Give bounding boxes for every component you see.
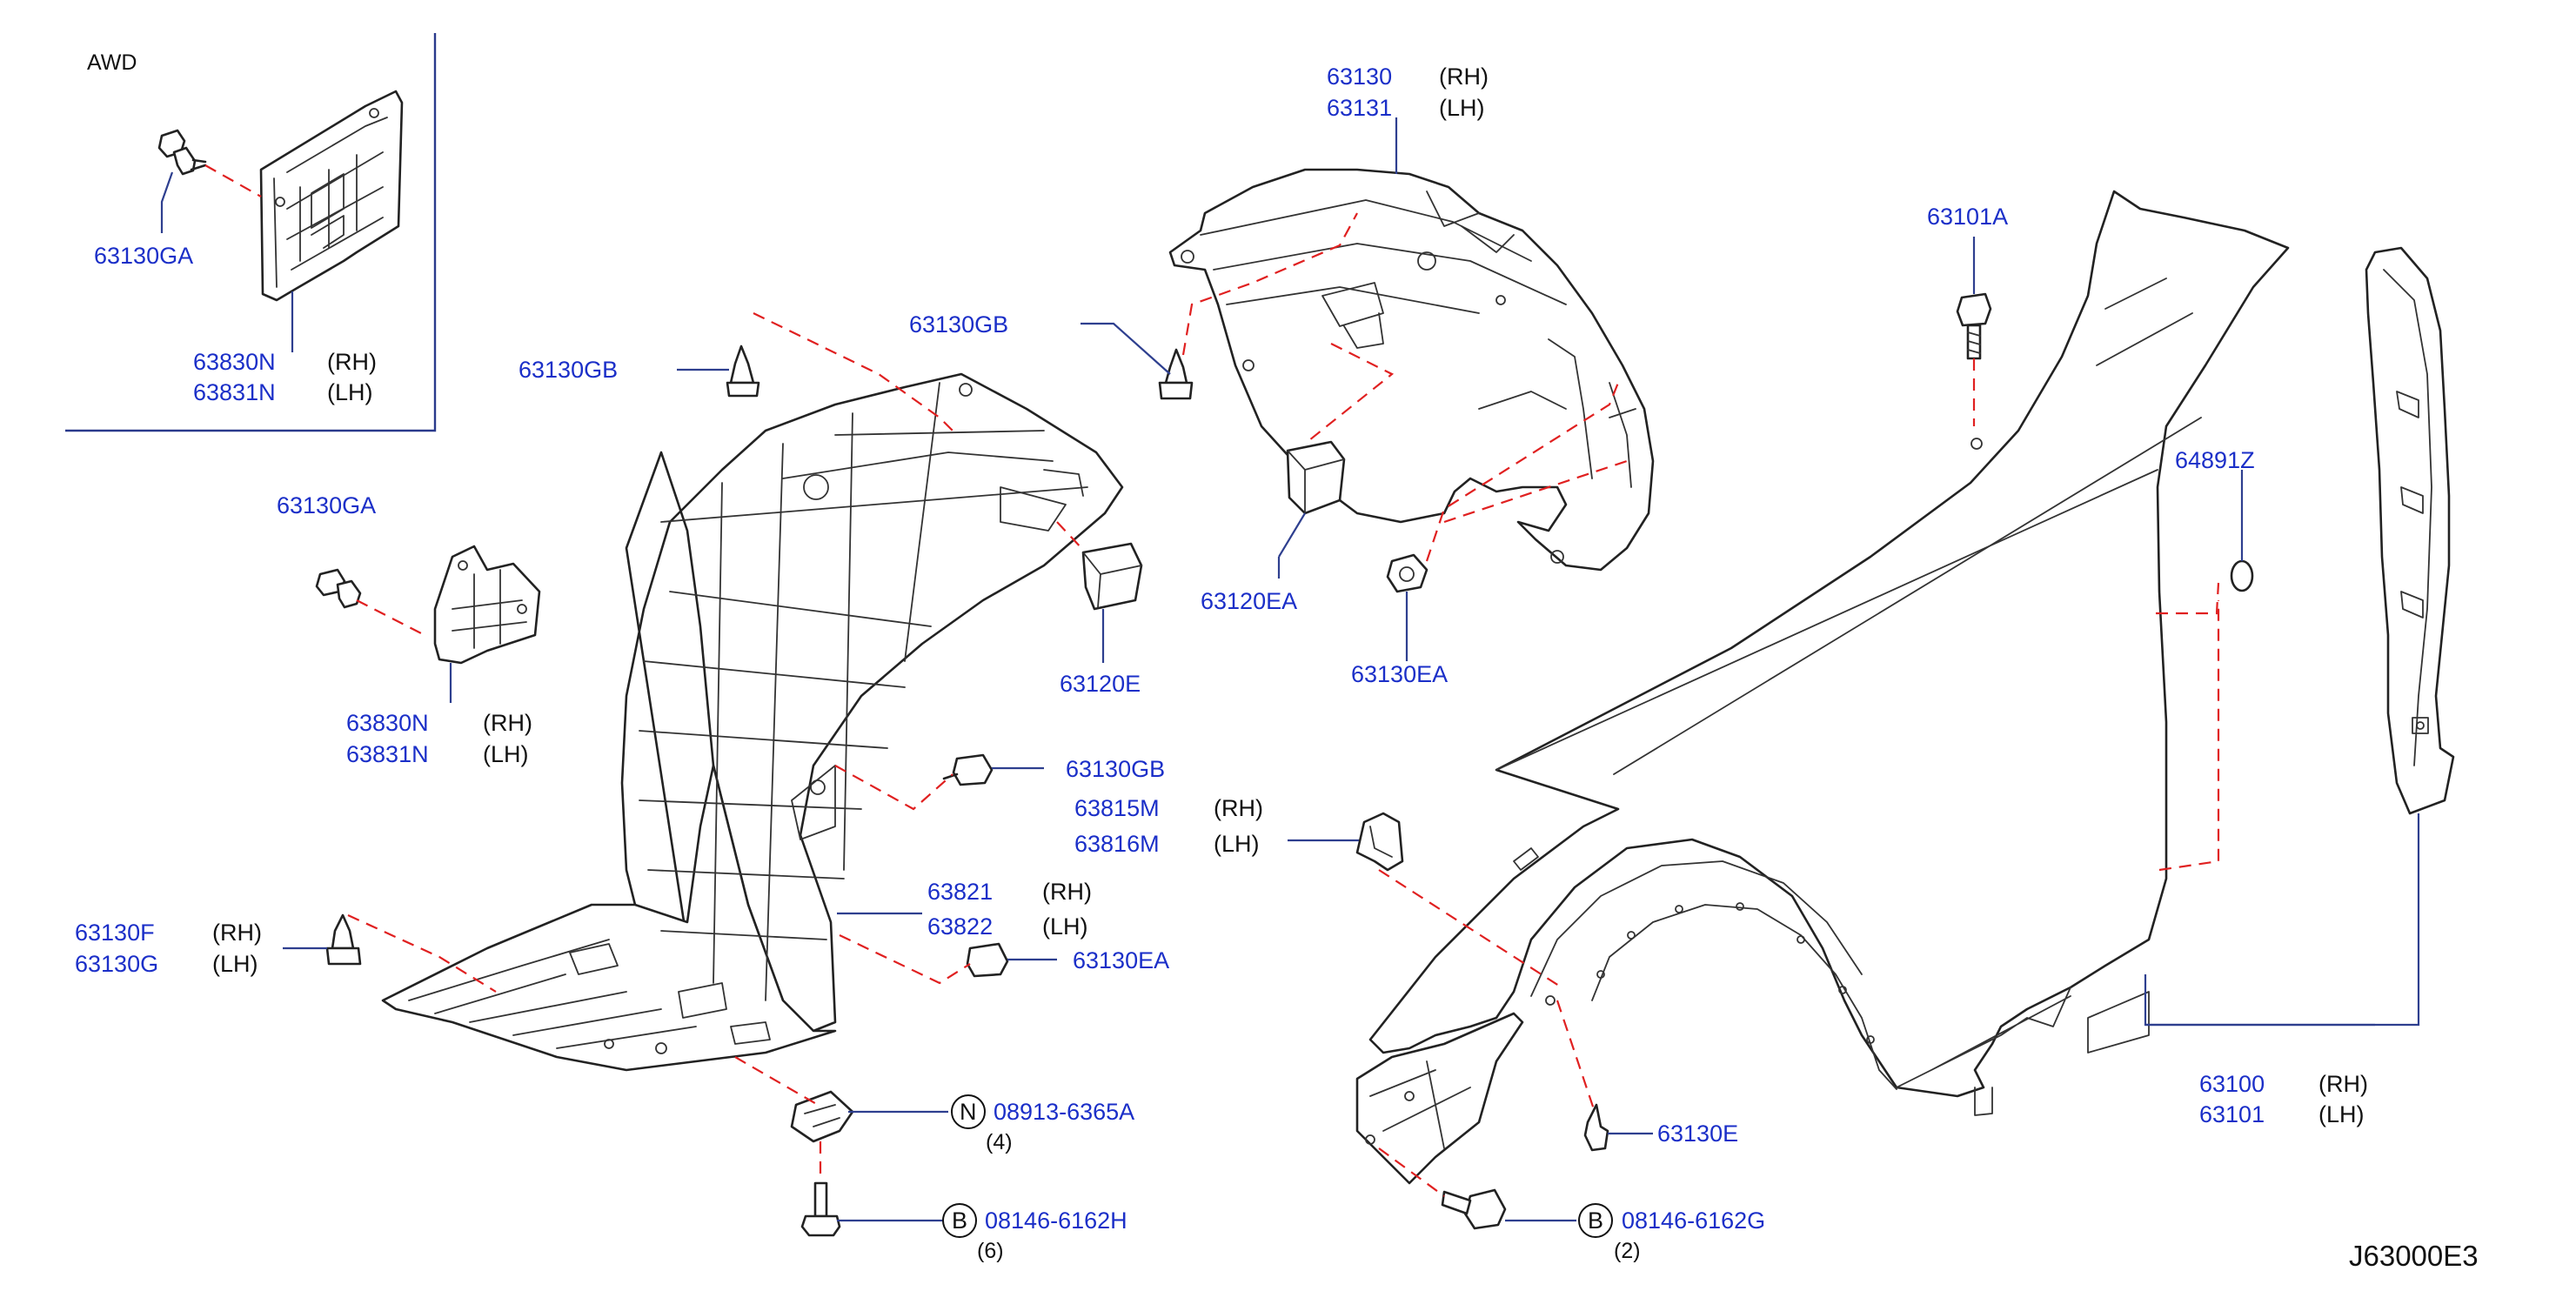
fender-guides <box>1378 358 2220 1197</box>
callout-badge: B <box>1588 1207 1603 1234</box>
front-liner-fasteners <box>315 344 1143 1237</box>
fender-leaders <box>1288 237 2420 1222</box>
drawing-code: J63000E3 <box>2349 1240 2479 1272</box>
callout-number: 63831N <box>346 741 429 767</box>
callout-number: 64891Z <box>2175 447 2255 473</box>
callout-number: 63130GA <box>277 492 376 518</box>
rear-fender-liner-drawing <box>1168 168 1655 572</box>
callout-side: (LH) <box>1042 913 1088 940</box>
callout-number: 63816M <box>1074 831 1160 857</box>
callout-side: (LH) <box>1439 95 1485 121</box>
rear-leaders <box>1081 117 1408 661</box>
callout-number: 63815M <box>1074 795 1160 821</box>
fender-fasteners <box>1355 292 1992 1230</box>
callout-number: 63130GB <box>909 311 1008 338</box>
callout-number: 08146-6162G <box>1622 1207 1765 1234</box>
callout-side: (LH) <box>483 741 529 767</box>
callout-side: (LH) <box>327 379 373 405</box>
awd-guide <box>204 164 262 197</box>
callout-side: (LH) <box>2318 1101 2365 1127</box>
callout-number: 63100 <box>2199 1071 2265 1097</box>
plug-drawing <box>2230 559 2254 592</box>
callout-side: (RH) <box>1214 795 1263 821</box>
callout-number: 63821 <box>927 879 993 905</box>
callout-side: (RH) <box>1439 64 1489 90</box>
badge-circle <box>1578 1203 1613 1238</box>
front-leaders <box>283 368 1105 1222</box>
front-callouts: 63130GB 63130GA 63830N (RH) 63831N (LH) … <box>75 357 1169 1263</box>
awd-clip-drawing <box>157 129 207 176</box>
callout-number: 63130EA <box>1351 661 1448 687</box>
inset-label: AWD <box>87 50 137 75</box>
callout-number: 08146-6162H <box>985 1207 1127 1234</box>
callout-badge: B <box>952 1207 967 1234</box>
callout-number: 63120EA <box>1201 588 1297 614</box>
awd-bracket-drawing <box>259 90 404 302</box>
front-fender-drawing <box>1355 190 2290 1185</box>
callout-number: 63130GB <box>1066 756 1165 782</box>
callout-number: 63101A <box>1927 204 2008 230</box>
rear-liner-fasteners <box>1158 348 1429 593</box>
rear-callouts: 63130 (RH) 63131 (LH) 63130GB 63120EA 63… <box>909 64 1489 687</box>
callout-number: 63131 <box>1327 95 1392 121</box>
callout-number: 63822 <box>927 913 993 940</box>
callout-number: 63120E <box>1060 671 1141 697</box>
front-fender-liner-drawing <box>381 372 1124 1072</box>
callout-number: 63130EA <box>1073 947 1169 973</box>
callout-number: 63830N <box>346 710 429 736</box>
awd-inset: AWD 63130GA 63830N (RH) 63831N (LH) <box>65 33 437 432</box>
callout-number: 63831N <box>193 379 276 405</box>
badge-circle <box>951 1094 986 1129</box>
callout-side: (RH) <box>212 920 262 946</box>
callout-number: 08913-6365A <box>994 1099 1134 1125</box>
fender-seal-drawing <box>2365 246 2455 815</box>
callout-side: (LH) <box>212 951 258 977</box>
front-guides <box>347 312 1084 1181</box>
callout-number: 63130GB <box>519 357 618 383</box>
callout-number: 63130E <box>1657 1120 1738 1147</box>
awd-clip-leader <box>160 171 174 233</box>
callout-side: (RH) <box>327 349 377 375</box>
callout-number: 63130F <box>75 920 155 946</box>
callout-number: 63830N <box>193 349 276 375</box>
fender-callouts: 63815M (RH) 63816M (LH) 63130E B 08146-6… <box>1074 204 2479 1272</box>
callout-qty: (6) <box>977 1239 1004 1263</box>
callout-number: 63130 <box>1327 64 1392 90</box>
callout-qty: (4) <box>986 1130 1013 1154</box>
left-bracket-drawing <box>433 545 541 665</box>
callout-number: 63130G <box>75 951 158 977</box>
callout-side: (LH) <box>1214 831 1260 857</box>
rear-guides <box>1181 212 1628 562</box>
callout-qty: (2) <box>1614 1239 1641 1263</box>
badge-circle <box>942 1203 977 1238</box>
callout-side: (RH) <box>1042 879 1092 905</box>
inset-border <box>65 33 437 432</box>
callout-number: 63130GA <box>94 243 193 269</box>
callout-side: (RH) <box>483 710 532 736</box>
callout-badge: N <box>960 1099 977 1125</box>
callout-number: 63101 <box>2199 1101 2265 1127</box>
callout-side: (RH) <box>2318 1071 2368 1097</box>
